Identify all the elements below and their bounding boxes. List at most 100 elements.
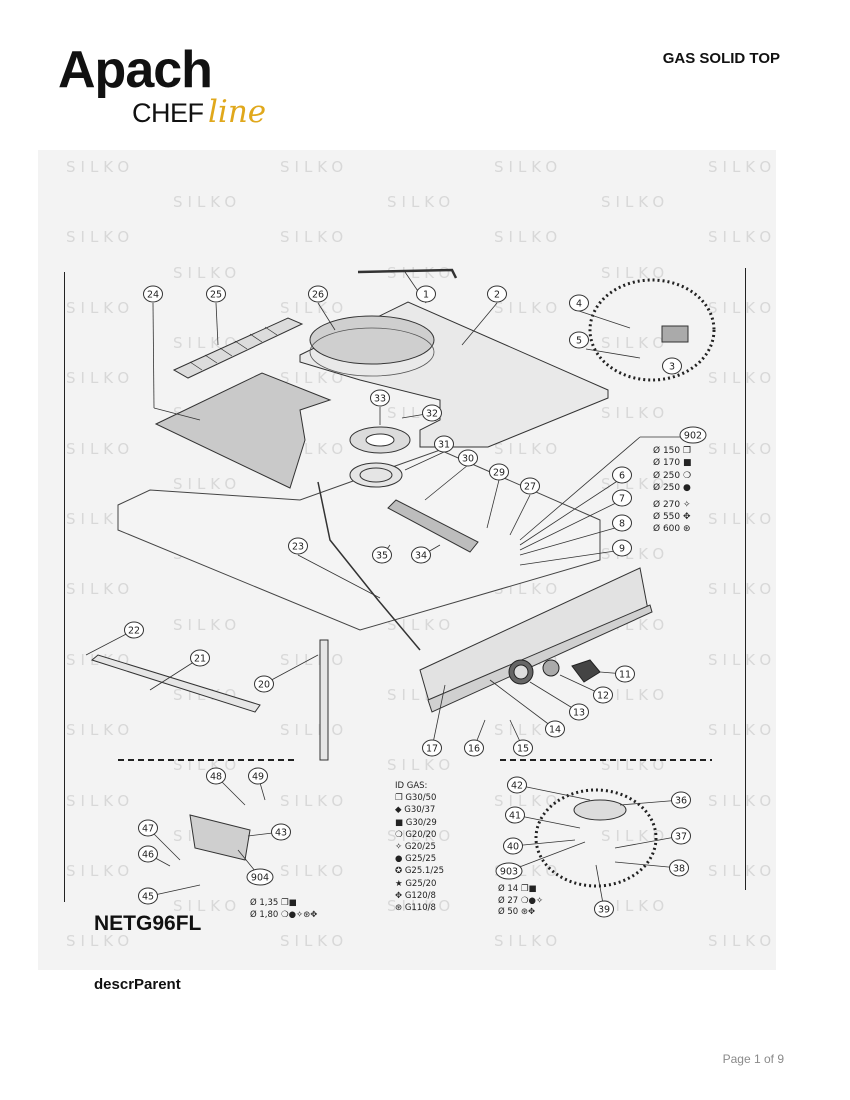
watermark-text: SILKO bbox=[601, 334, 670, 352]
part-callout-label: 14 bbox=[549, 725, 561, 736]
part-callout: 7 bbox=[612, 489, 632, 507]
part-callout-bubble bbox=[612, 539, 632, 557]
part-callout-bubble bbox=[669, 859, 689, 877]
part-callout-label: 32 bbox=[426, 409, 438, 420]
part-callout-label: 12 bbox=[597, 691, 609, 702]
part-callout: 24 bbox=[143, 285, 163, 303]
watermark-text: SILKO bbox=[280, 369, 349, 388]
part-callout-label: 7 bbox=[619, 494, 625, 505]
part-callout-bubble bbox=[513, 739, 533, 757]
part-callout-label: 45 bbox=[142, 892, 154, 903]
part-callout-label: 902 bbox=[684, 431, 702, 442]
watermark-text: SILKO bbox=[708, 721, 777, 740]
part-callout: 41 bbox=[505, 806, 525, 824]
part-callout-bubble bbox=[662, 357, 682, 375]
watermark-text: SILKO bbox=[66, 369, 135, 388]
part-callout-bubble bbox=[190, 649, 210, 667]
part-callout-label: 49 bbox=[252, 772, 264, 783]
part-callout-bubble bbox=[612, 514, 632, 532]
part-callout-label: 24 bbox=[147, 290, 159, 301]
gas-legend-item: ✥ G120/8 bbox=[395, 890, 436, 901]
injector-903-size: Ø 27 ❍●✧ bbox=[498, 895, 544, 906]
part-callout-bubble bbox=[422, 739, 442, 757]
part-callout-label: 22 bbox=[128, 626, 140, 637]
gas-legend-item: ◆ G30/37 bbox=[395, 805, 436, 816]
part-callout-bubble bbox=[288, 537, 308, 555]
watermark-text: SILKO bbox=[66, 510, 135, 528]
part-callout: 46 bbox=[138, 845, 158, 863]
watermark-text: SILKO bbox=[708, 228, 777, 247]
watermark-text: SILKO bbox=[66, 158, 135, 176]
part-callout-bubble bbox=[503, 837, 523, 855]
part-callout: 903 bbox=[495, 862, 523, 880]
part-callout: 20 bbox=[254, 675, 274, 693]
part-callout-bubble bbox=[520, 477, 540, 495]
part-callout: 15 bbox=[513, 739, 533, 757]
part-callout: 33 bbox=[370, 389, 390, 407]
part-callout: 9 bbox=[612, 539, 632, 557]
gas-legend-title: ID GAS: bbox=[395, 781, 428, 791]
watermark-text: SILKO bbox=[173, 474, 242, 493]
watermark-text: SILKO bbox=[601, 686, 670, 704]
part-callout: 904 bbox=[246, 868, 274, 886]
part-callout-bubble bbox=[254, 675, 274, 693]
part-callout-bubble bbox=[569, 331, 589, 349]
part-callout-label: 41 bbox=[509, 811, 521, 822]
part-callout: 26 bbox=[308, 285, 328, 303]
brand-sub: CHEF bbox=[132, 98, 204, 128]
part-callout: 48 bbox=[206, 767, 226, 785]
part-callout-bubble bbox=[138, 887, 158, 905]
watermark-text: SILKO bbox=[494, 721, 563, 740]
part-callout-label: 25 bbox=[210, 290, 222, 301]
watermark-text: SILKO bbox=[280, 791, 349, 810]
part-callout: 3 bbox=[662, 357, 682, 375]
part-callout-bubble bbox=[569, 703, 589, 721]
part-callout: 21 bbox=[190, 649, 210, 667]
part-callout-bubble bbox=[679, 426, 707, 444]
part-callout: 30 bbox=[458, 449, 478, 467]
part-callout: 13 bbox=[569, 703, 589, 721]
part-callout: 32 bbox=[422, 404, 442, 422]
watermark-text: SILKO bbox=[708, 439, 777, 458]
part-callout-label: 27 bbox=[524, 482, 536, 493]
model-code: NETG96FL bbox=[94, 912, 202, 935]
part-callout-bubble bbox=[671, 791, 691, 809]
part-callout-label: 904 bbox=[251, 873, 269, 884]
part-callout: 49 bbox=[248, 767, 268, 785]
part-callout: 4 bbox=[569, 294, 589, 312]
injector-903-size: Ø 14 ❐■ bbox=[498, 884, 537, 894]
part-callout-label: 42 bbox=[511, 781, 523, 792]
part-callout-bubble bbox=[248, 767, 268, 785]
watermark-text: SILKO bbox=[708, 510, 777, 528]
part-callout-label: 37 bbox=[675, 832, 687, 843]
part-callout-bubble bbox=[489, 463, 509, 481]
part-callout-label: 17 bbox=[426, 744, 438, 755]
gas-legend-item: ✧ G20/25 bbox=[395, 842, 436, 853]
part-callout-label: 30 bbox=[462, 454, 474, 465]
part-callout: 47 bbox=[138, 819, 158, 837]
diagram-frame-left bbox=[64, 272, 65, 902]
part-callout-bubble bbox=[487, 285, 507, 303]
part-callout-bubble bbox=[545, 720, 565, 738]
watermark-text: SILKO bbox=[280, 862, 349, 880]
part-callout: 38 bbox=[669, 859, 689, 877]
part-callout-label: 8 bbox=[619, 519, 625, 530]
brand-name: Apach bbox=[58, 41, 213, 99]
watermark-text: SILKO bbox=[601, 404, 670, 423]
part-callout-label: 36 bbox=[675, 796, 687, 807]
part-callout: 17 bbox=[422, 739, 442, 757]
part-callout: 37 bbox=[671, 827, 691, 845]
injector-902-size: Ø 550 ✥ bbox=[653, 512, 691, 523]
part-callout: 1 bbox=[416, 285, 436, 303]
injector-904-size: Ø 1,35 ❐■ bbox=[250, 898, 297, 908]
part-callout: 45 bbox=[138, 887, 158, 905]
part-callout-label: 29 bbox=[493, 468, 505, 479]
watermark-text: SILKO bbox=[601, 897, 670, 916]
part-callout: 42 bbox=[507, 776, 527, 794]
watermark-text: SILKO bbox=[66, 932, 135, 951]
watermark-text: SILKO bbox=[280, 298, 349, 317]
part-callout-label: 33 bbox=[374, 394, 386, 405]
part-callout-bubble bbox=[612, 466, 632, 484]
category-title: GAS SOLID TOP bbox=[662, 50, 780, 67]
part-callout-bubble bbox=[422, 404, 442, 422]
